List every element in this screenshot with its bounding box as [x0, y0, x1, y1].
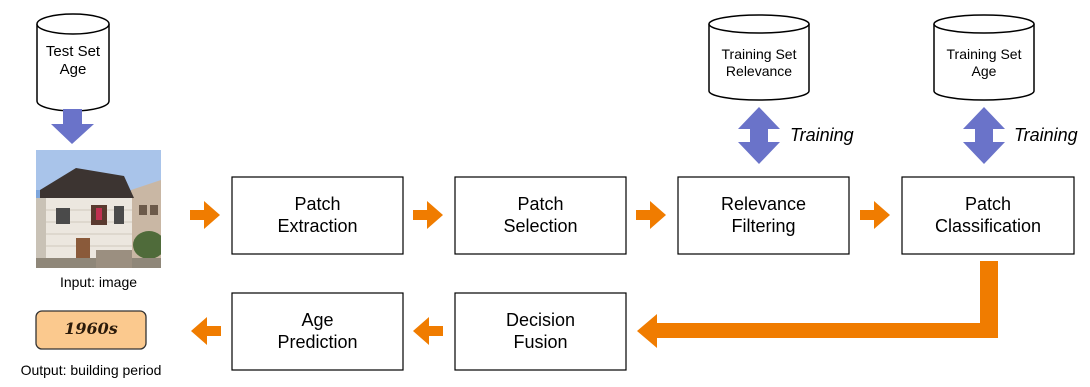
patch-classification-line1: Patch	[964, 194, 1012, 214]
arrow-filtering-to-classification	[860, 201, 890, 229]
arrow-prediction-to-output	[191, 317, 221, 345]
training-label-relevance: Training	[790, 125, 854, 145]
down-arrow-test-set	[51, 109, 94, 144]
input-caption: Input: image	[59, 274, 138, 290]
double-arrow-age-training	[963, 107, 1005, 164]
arrow-input-to-extraction	[190, 201, 220, 229]
test-set-label-line1: Test Set	[45, 43, 101, 60]
test-set-database	[36, 13, 110, 112]
test-set-label: Test Set Age	[37, 43, 109, 79]
decision-fusion-line2: Fusion	[513, 332, 568, 352]
patch-extraction-line2: Extraction	[277, 216, 358, 236]
patch-selection-line2: Selection	[503, 216, 578, 236]
patch-selection-line1: Patch	[517, 194, 564, 214]
age-prediction-line2: Prediction	[277, 332, 358, 352]
output-value: 1960s	[64, 319, 118, 338]
relevance-filtering-line1: Relevance	[720, 194, 807, 214]
relevance-filtering-line2: Filtering	[731, 216, 796, 236]
patch-selection-box	[454, 176, 627, 255]
input-image	[36, 150, 161, 268]
arrow-fusion-to-prediction	[413, 317, 443, 345]
age-prediction-label: Age Prediction	[232, 309, 403, 353]
output-badge	[35, 310, 147, 350]
double-arrow-relevance-training	[738, 107, 780, 164]
patch-classification-label: Patch Classification	[902, 193, 1074, 237]
patch-extraction-label: Patch Extraction	[232, 193, 403, 237]
training-set-age-database	[933, 14, 1035, 101]
relevance-filtering-label: Relevance Filtering	[678, 193, 849, 237]
training-relevance-line1: Training Set	[721, 46, 797, 62]
relevance-filtering-box	[677, 176, 850, 255]
training-set-age-label: Training Set Age	[934, 46, 1034, 80]
age-prediction-box	[231, 292, 404, 371]
training-age-line2: Age	[971, 63, 997, 79]
arrow-extraction-to-selection	[413, 201, 443, 229]
patch-extraction-line1: Patch	[294, 194, 341, 214]
training-set-relevance-database	[708, 14, 810, 101]
training-age-line1: Training Set	[946, 46, 1022, 62]
arrow-classification-to-fusion	[637, 261, 998, 348]
decision-fusion-label: Decision Fusion	[455, 309, 626, 353]
patch-extraction-box	[231, 176, 404, 255]
training-label-age: Training	[1014, 125, 1078, 145]
training-set-relevance-label: Training Set Relevance	[709, 46, 809, 80]
decision-fusion-box	[454, 292, 627, 371]
output-caption: Output: building period	[20, 362, 162, 378]
patch-classification-line2: Classification	[934, 216, 1042, 236]
patch-classification-box	[901, 176, 1075, 255]
arrow-selection-to-filtering	[636, 201, 666, 229]
decision-fusion-line1: Decision	[505, 310, 576, 330]
age-prediction-line1: Age	[301, 310, 334, 330]
patch-selection-label: Patch Selection	[455, 193, 626, 237]
training-relevance-line2: Relevance	[725, 63, 793, 79]
test-set-label-line2: Age	[59, 61, 87, 78]
